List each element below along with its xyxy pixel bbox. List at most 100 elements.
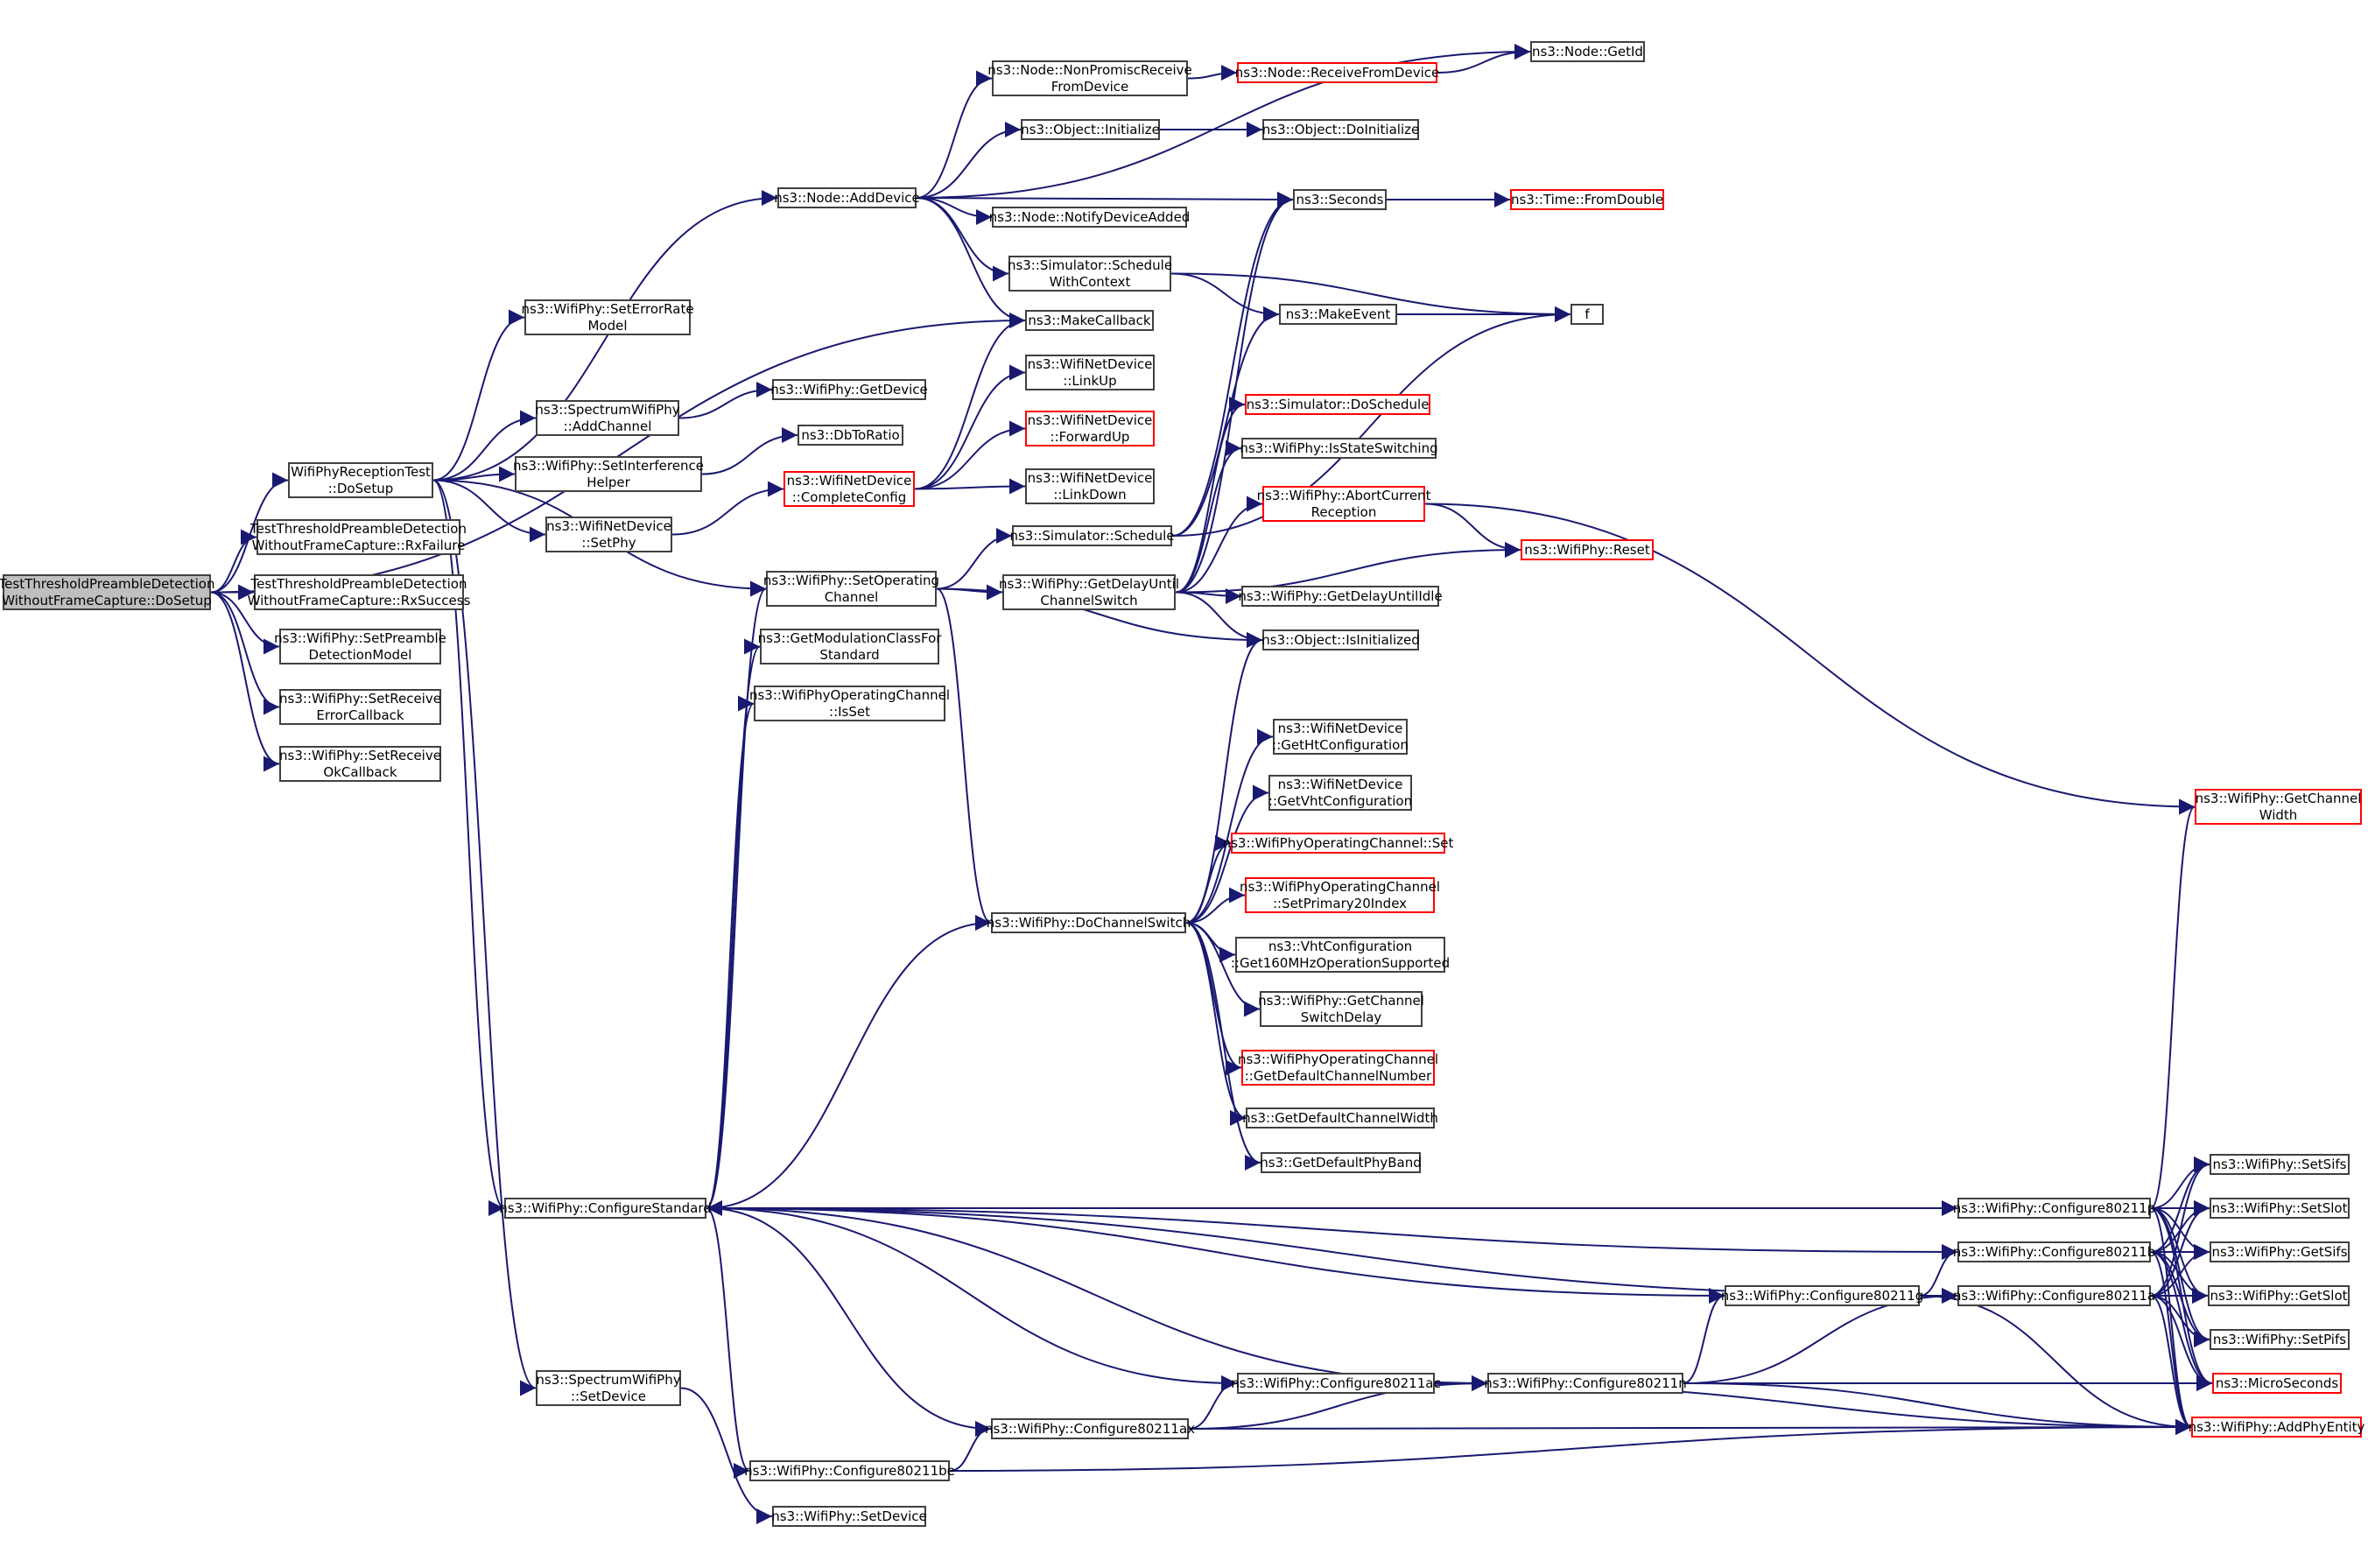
node-recv-from-dev[interactable]: ns3::Node::ReceiveFromDevice xyxy=(1235,62,1439,83)
node-is-state-switching[interactable]: ns3::WifiPhy::IsStateSwitching xyxy=(1240,438,1438,459)
node-get-def-chan-width[interactable]: ns3::GetDefaultChannelWidth xyxy=(1242,1107,1438,1129)
node-non-promisc[interactable]: ns3::Node::NonPromiscReceive FromDevice xyxy=(987,60,1192,96)
node-op-chan-set[interactable]: ns3::WifiPhyOperatingChannel::Set xyxy=(1223,833,1453,854)
edge-cfgStd-to-cfg80211g xyxy=(706,1207,1725,1304)
node-get-delay-switch[interactable]: ns3::WifiPhy::GetDelayUntil ChannelSwitc… xyxy=(999,574,1179,610)
node-add-channel[interactable]: ns3::SpectrumWifiPhy ::AddChannel xyxy=(535,400,680,436)
edge-cfg80211ax-to-cfg80211n xyxy=(1188,1375,1488,1430)
node-wifi-set-device[interactable]: ns3::WifiPhy::SetDevice xyxy=(771,1506,927,1527)
edge-getDelaySwitch-to-seconds xyxy=(1175,192,1294,594)
edge-cfg80211be-to-addPhyEntity xyxy=(949,1419,2192,1472)
node-get-ht-cfg[interactable]: ns3::WifiNetDevice ::GetHtConfiguration xyxy=(1272,719,1409,755)
node-seconds[interactable]: ns3::Seconds xyxy=(1293,189,1387,210)
node-reset[interactable]: ns3::WifiPhy::Reset xyxy=(1521,539,1654,560)
node-notify-added[interactable]: ns3::Node::NotifyDeviceAdded xyxy=(989,207,1190,228)
node-set-slot[interactable]: ns3::WifiPhy::SetSlot xyxy=(2210,1198,2350,1219)
node-op-chan-is-set[interactable]: ns3::WifiPhyOperatingChannel ::IsSet xyxy=(749,686,950,721)
node-cfg80211be[interactable]: ns3::WifiPhy::Configure80211be xyxy=(744,1460,955,1481)
node-micro-seconds[interactable]: ns3::MicroSeconds xyxy=(2212,1373,2342,1394)
node-cfg80211ax[interactable]: ns3::WifiPhy::Configure80211ax xyxy=(985,1418,1195,1439)
edge-abortRecv-to-reset xyxy=(1424,503,1521,558)
node-rx-success[interactable]: TestThresholdPreambleDetection WithoutFr… xyxy=(248,574,470,610)
node-from-double[interactable]: ns3::Time::FromDouble xyxy=(1510,189,1664,210)
node-set-pifs[interactable]: ns3::WifiPhy::SetPifs xyxy=(2210,1329,2350,1350)
node-rx-failure[interactable]: TestThresholdPreambleDetection WithoutFr… xyxy=(250,519,467,555)
edge-cfgStd-to-cfg80211ax xyxy=(706,1207,992,1437)
node-add-phy-entity[interactable]: ns3::WifiPhy::AddPhyEntity xyxy=(2189,1417,2364,1438)
node-cfg80211g[interactable]: ns3::WifiPhy::Configure80211g xyxy=(1721,1285,1923,1306)
node-get-vht-cfg[interactable]: ns3::WifiNetDevice ::GetVhtConfiguration xyxy=(1268,775,1412,811)
node-link-up[interactable]: ns3::WifiNetDevice ::LinkUp xyxy=(1025,355,1155,390)
node-get160[interactable]: ns3::VhtConfiguration ::Get160MHzOperati… xyxy=(1231,937,1450,973)
node-cfg80211p[interactable]: ns3::WifiPhy::Configure80211p xyxy=(1953,1198,2155,1219)
node-do-chan-switch[interactable]: ns3::WifiPhy::DoChannelSwitch xyxy=(987,912,1191,933)
node-do-schedule[interactable]: ns3::Simulator::DoSchedule xyxy=(1245,394,1430,415)
node-complete-cfg[interactable]: ns3::WifiNetDevice ::CompleteConfig xyxy=(783,471,915,507)
node-cfg80211b[interactable]: ns3::WifiPhy::Configure80211b xyxy=(1953,1241,2155,1262)
node-cfg80211n[interactable]: ns3::WifiPhy::Configure80211n xyxy=(1484,1373,1687,1394)
node-add-device[interactable]: ns3::Node::AddDevice xyxy=(774,187,920,208)
edge-cfg80211p-to-getChanWidth xyxy=(2150,798,2196,1209)
node-abort-recv[interactable]: ns3::WifiPhy::AbortCurrent Reception xyxy=(1257,486,1430,522)
edge-cfgStd-to-cfg80211a xyxy=(706,1207,1958,1304)
edge-cfgStd-to-cfg80211be xyxy=(706,1207,750,1479)
node-sched-ctx[interactable]: ns3::Simulator::Schedule WithContext xyxy=(1008,256,1172,292)
edge-completeCfg-to-makeCallback xyxy=(914,313,1026,490)
edge-setOpChan-to-simSchedule xyxy=(936,528,1013,590)
edge-root-to-setRecvOk xyxy=(210,591,280,772)
node-get-switch-delay[interactable]: ns3::WifiPhy::GetChannel SwitchDelay xyxy=(1258,991,1424,1027)
edge-doChanSwitch-to-getDefPhyBand xyxy=(1185,922,1261,1171)
node-get-def-phy-band[interactable]: ns3::GetDefaultPhyBand xyxy=(1260,1152,1422,1173)
edge-doChanSwitch-to-getSwitchDelay xyxy=(1185,922,1261,1017)
node-recv-do-setup[interactable]: WifiPhyReceptionTest ::DoSetup xyxy=(288,462,433,498)
edge-cfgStd-to-setOpChan xyxy=(706,580,767,1209)
node-set-preamble[interactable]: ns3::WifiPhy::SetPreamble DetectionModel xyxy=(274,629,446,664)
node-cfg80211ac[interactable]: ns3::WifiPhy::Configure80211ac xyxy=(1231,1373,1441,1394)
edge-schedCtx-to-f xyxy=(1170,272,1571,322)
edge-cfg80211g-to-addPhyEntity xyxy=(1919,1295,2192,1435)
node-make-event[interactable]: ns3::MakeEvent xyxy=(1279,304,1397,325)
edge-completeCfg-to-linkDown xyxy=(914,478,1026,495)
node-f[interactable]: f xyxy=(1570,304,1604,325)
node-get-sifs[interactable]: ns3::WifiPhy::GetSifs xyxy=(2210,1241,2350,1262)
node-set-recv-ok[interactable]: ns3::WifiPhy::SetReceive OkCallback xyxy=(279,746,441,782)
edge-getDelaySwitch-to-abortRecv xyxy=(1175,496,1263,594)
node-get-id[interactable]: ns3::Node::GetId xyxy=(1530,41,1645,62)
node-set-recv-err[interactable]: ns3::WifiPhy::SetReceive ErrorCallback xyxy=(279,689,441,725)
node-set-primary20[interactable]: ns3::WifiPhyOperatingChannel ::SetPrimar… xyxy=(1240,877,1440,913)
node-set-err-rate[interactable]: ns3::WifiPhy::SetErrorRate Model xyxy=(521,299,694,335)
node-set-sifs[interactable]: ns3::WifiPhy::SetSifs xyxy=(2210,1154,2350,1175)
node-get-device[interactable]: ns3::WifiPhy::GetDevice xyxy=(770,379,928,400)
node-cfg80211a[interactable]: ns3::WifiPhy::Configure80211a xyxy=(1953,1285,2155,1306)
edge-addDevice-to-objInit xyxy=(916,122,1022,199)
edge-addDevice-to-getId xyxy=(916,44,1531,199)
node-sim-schedule[interactable]: ns3::Simulator::Schedule xyxy=(1009,525,1175,546)
node-set-interf[interactable]: ns3::WifiPhy::SetInterference Helper xyxy=(513,456,704,492)
node-forward-up[interactable]: ns3::WifiNetDevice ::ForwardUp xyxy=(1025,411,1155,446)
edge-recvFromDev-to-getId xyxy=(1437,44,1531,74)
edge-schedCtx-to-makeEvent xyxy=(1170,272,1280,322)
node-link-down[interactable]: ns3::WifiNetDevice ::LinkDown xyxy=(1025,468,1155,504)
node-obj-init[interactable]: ns3::Object::Initialize xyxy=(1021,119,1160,140)
node-get-slot[interactable]: ns3::WifiPhy::GetSlot xyxy=(2208,1285,2350,1306)
node-set-phy[interactable]: ns3::WifiNetDevice ::SetPhy xyxy=(545,517,672,552)
edge-cfg80211a-to-setPifs xyxy=(2150,1295,2210,1347)
node-cfg-std[interactable]: ns3::WifiPhy::ConfigureStandard xyxy=(499,1198,712,1219)
node-get-mod-class[interactable]: ns3::GetModulationClassFor Standard xyxy=(758,629,941,664)
edge-cfg80211n-to-addPhyEntity xyxy=(1683,1382,2192,1435)
edge-cfg80211ax-to-addPhyEntity xyxy=(1188,1419,2192,1436)
node-spec-set-device[interactable]: ns3::SpectrumWifiPhy ::SetDevice xyxy=(536,1370,681,1406)
node-is-init[interactable]: ns3::Object::IsInitialized xyxy=(1261,629,1420,650)
edge-cfg80211a-to-getSifs xyxy=(2150,1244,2210,1297)
node-set-op-chan[interactable]: ns3::WifiPhy::SetOperating Channel xyxy=(763,571,939,607)
edge-cfg80211g-to-cfg80211b xyxy=(1919,1244,1958,1297)
node-get-chan-width[interactable]: ns3::WifiPhy::GetChannel Width xyxy=(2195,789,2362,825)
node-get-def-chan-num[interactable]: ns3::WifiPhyOperatingChannel ::GetDefaul… xyxy=(1238,1050,1438,1086)
node-make-callback[interactable]: ns3::MakeCallback xyxy=(1025,310,1154,331)
node-do-init[interactable]: ns3::Object::DoInitialize xyxy=(1262,119,1419,140)
node-db-to-ratio[interactable]: ns3::DbToRatio xyxy=(798,425,903,446)
edge-root-to-rxFailure xyxy=(210,529,257,594)
edge-cfgStd-to-cfg80211ac xyxy=(706,1207,1238,1391)
edge-nonPromisc-to-recvFromDev xyxy=(1187,65,1238,81)
node-get-delay-idle[interactable]: ns3::WifiPhy::GetDelayUntilIdle xyxy=(1238,586,1443,607)
